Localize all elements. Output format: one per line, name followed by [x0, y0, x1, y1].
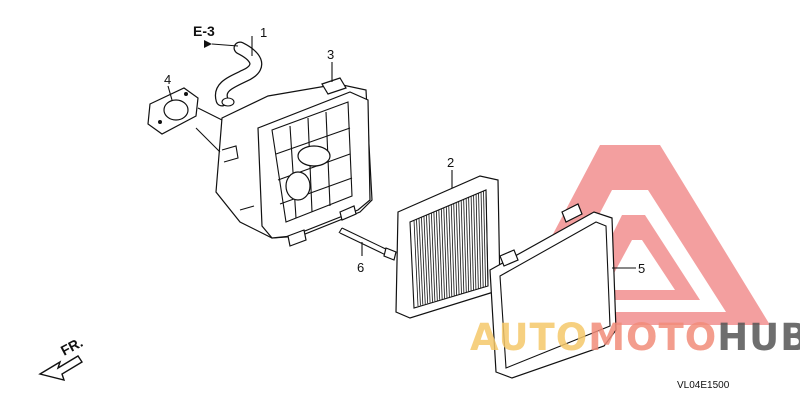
front-label: FR. — [58, 334, 85, 359]
filter-pleat — [413, 219, 419, 307]
filter-pleat — [483, 191, 486, 287]
callout-1: 1 — [260, 25, 267, 40]
filter-pleat — [418, 217, 424, 305]
watermark-word-hub: HUB — [717, 316, 800, 359]
filter-pleat — [433, 211, 438, 301]
filter-pleat — [455, 202, 460, 295]
diagram-code: VL04E1500 — [677, 380, 730, 391]
watermark-text: AUTOMOTOHUB — [470, 316, 800, 359]
watermark-word-auto: AUTO — [470, 316, 588, 359]
bolt-part — [338, 227, 397, 261]
filter-pleat — [458, 201, 462, 294]
gasket-part — [147, 87, 223, 153]
filter-pleat — [428, 213, 433, 302]
callout-3: 3 — [327, 47, 334, 62]
reference-page-label: E-3 — [193, 23, 215, 39]
breather-tube-part — [214, 41, 263, 107]
filter-pleat — [473, 195, 477, 290]
filter-pleat — [485, 189, 489, 287]
filter-pleat — [463, 199, 467, 293]
filter-pleat — [435, 210, 441, 300]
filter-pleat — [475, 194, 479, 289]
front-direction-arrow: FR. — [38, 334, 85, 381]
filter-pleat — [478, 193, 482, 289]
filter-pleat — [448, 205, 453, 297]
filter-pleat — [465, 198, 470, 292]
air-cleaner-cover-part — [489, 203, 617, 379]
filter-pleat — [445, 206, 450, 298]
filter-pleat — [430, 212, 436, 302]
filter-pleat — [450, 204, 455, 296]
filter-pleat — [453, 203, 458, 295]
filter-pleat — [423, 215, 429, 304]
reference-arrow: E-3 — [193, 23, 239, 48]
watermark-word-moto: MOTO — [588, 316, 717, 359]
callout-4: 4 — [164, 72, 171, 87]
callout-6: 6 — [357, 260, 364, 275]
filter-pleat — [438, 209, 443, 300]
filter-pleat — [480, 192, 484, 288]
filter-pleat — [426, 214, 431, 303]
filter-pleat — [416, 218, 421, 306]
filter-pleat — [460, 200, 465, 293]
filter-pleat — [443, 207, 448, 298]
callout-2: 2 — [447, 155, 454, 170]
filter-pleat — [470, 196, 474, 291]
filter-pleat — [421, 216, 426, 304]
air-filter-part — [395, 175, 501, 319]
leader-lines — [167, 36, 636, 269]
air-cleaner-case-part — [215, 77, 373, 247]
callout-5: 5 — [638, 261, 645, 276]
filter-pleat — [440, 208, 445, 299]
svg-text:AUTOMOTOHUB: AUTOMOTOHUB — [470, 316, 800, 359]
filter-pleat — [468, 197, 472, 291]
